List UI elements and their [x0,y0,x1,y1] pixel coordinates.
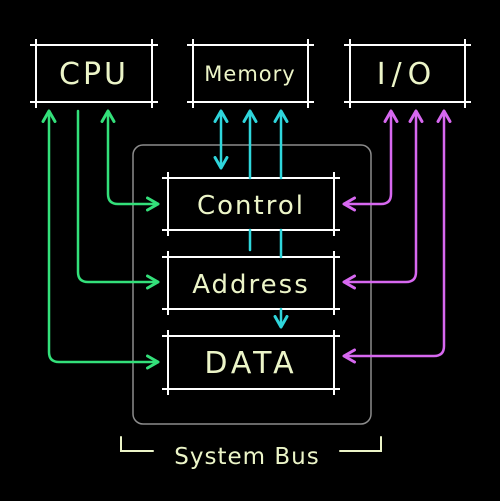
system-bus-brace [120,436,382,452]
io-label: I/O [377,57,438,92]
cpu-label: CPU [59,57,129,92]
data-label: DATA [204,346,297,381]
io-box: I/O [344,39,471,108]
memory-label: Memory [204,62,295,86]
data-bus-box: DATA [162,330,340,395]
system-bus-label: System Bus [174,444,319,470]
control-label: Control [197,191,305,221]
memory-box: Memory [187,39,314,108]
io-data-arrow [342,109,452,364]
address-bus-box: Address [162,251,340,315]
control-bus-box: Control [162,172,340,236]
address-label: Address [192,270,310,300]
cpu-box: CPU [30,39,158,108]
cpu-data-arrow [41,109,160,370]
